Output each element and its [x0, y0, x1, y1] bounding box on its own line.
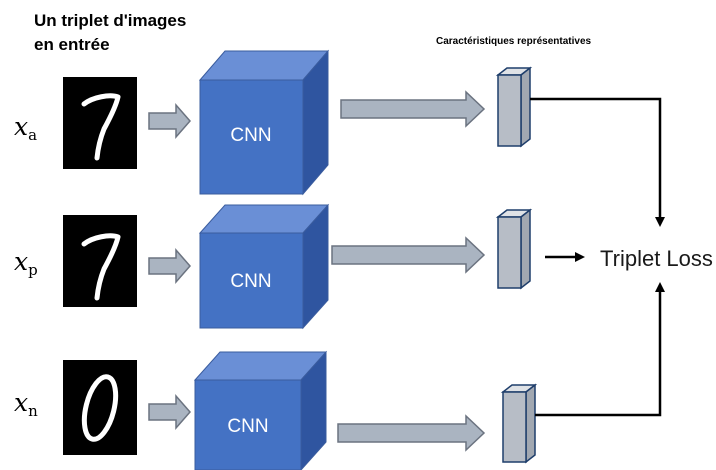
- input-image-anchor: [63, 77, 137, 169]
- var-label-negative: xn: [14, 388, 38, 420]
- connector-negative-to-loss: [535, 282, 665, 417]
- input-image-negative: [63, 360, 137, 455]
- var-label-anchor: xa: [14, 112, 37, 144]
- cnn-label-positive: CNN: [230, 271, 271, 292]
- feature-arrow-positive: [331, 236, 486, 274]
- cnn-block-anchor: CNN: [198, 49, 330, 196]
- var-sub-negative: n: [28, 402, 38, 420]
- title-line-1: Un triplet d'images: [34, 11, 186, 30]
- var-symbol-negative: x: [14, 388, 28, 417]
- cnn-label-anchor: CNN: [230, 125, 271, 146]
- input-arrow-negative: [148, 394, 191, 430]
- feature-arrow-anchor: [340, 90, 486, 128]
- row-negative: xn CNN: [14, 350, 538, 470]
- row-anchor: xa CNN: [14, 49, 533, 196]
- triplet-loss-label: Triplet Loss: [600, 246, 713, 271]
- cnn-block-positive: CNN: [198, 203, 330, 330]
- input-image-positive: [63, 215, 137, 307]
- feature-vector-positive: [495, 208, 533, 290]
- feature-vector-anchor: [495, 66, 533, 148]
- row-positive: xp CNN: [14, 203, 533, 330]
- input-arrow-positive: [148, 248, 191, 284]
- connector-anchor-to-loss: [530, 97, 665, 227]
- cnn-label-negative: CNN: [227, 416, 268, 437]
- var-symbol-anchor: x: [14, 112, 28, 141]
- var-label-positive: xp: [14, 247, 38, 279]
- var-sub-positive: p: [28, 261, 38, 279]
- var-symbol-positive: x: [14, 247, 28, 276]
- var-sub-anchor: a: [28, 126, 37, 144]
- input-arrow-anchor: [148, 103, 191, 139]
- feature-arrow-negative: [337, 414, 486, 452]
- features-label: Caractéristiques représentatives: [436, 36, 592, 47]
- cnn-block-negative: CNN: [193, 350, 328, 470]
- feature-vector-negative: [500, 383, 538, 464]
- title-line-2: en entrée: [34, 35, 110, 54]
